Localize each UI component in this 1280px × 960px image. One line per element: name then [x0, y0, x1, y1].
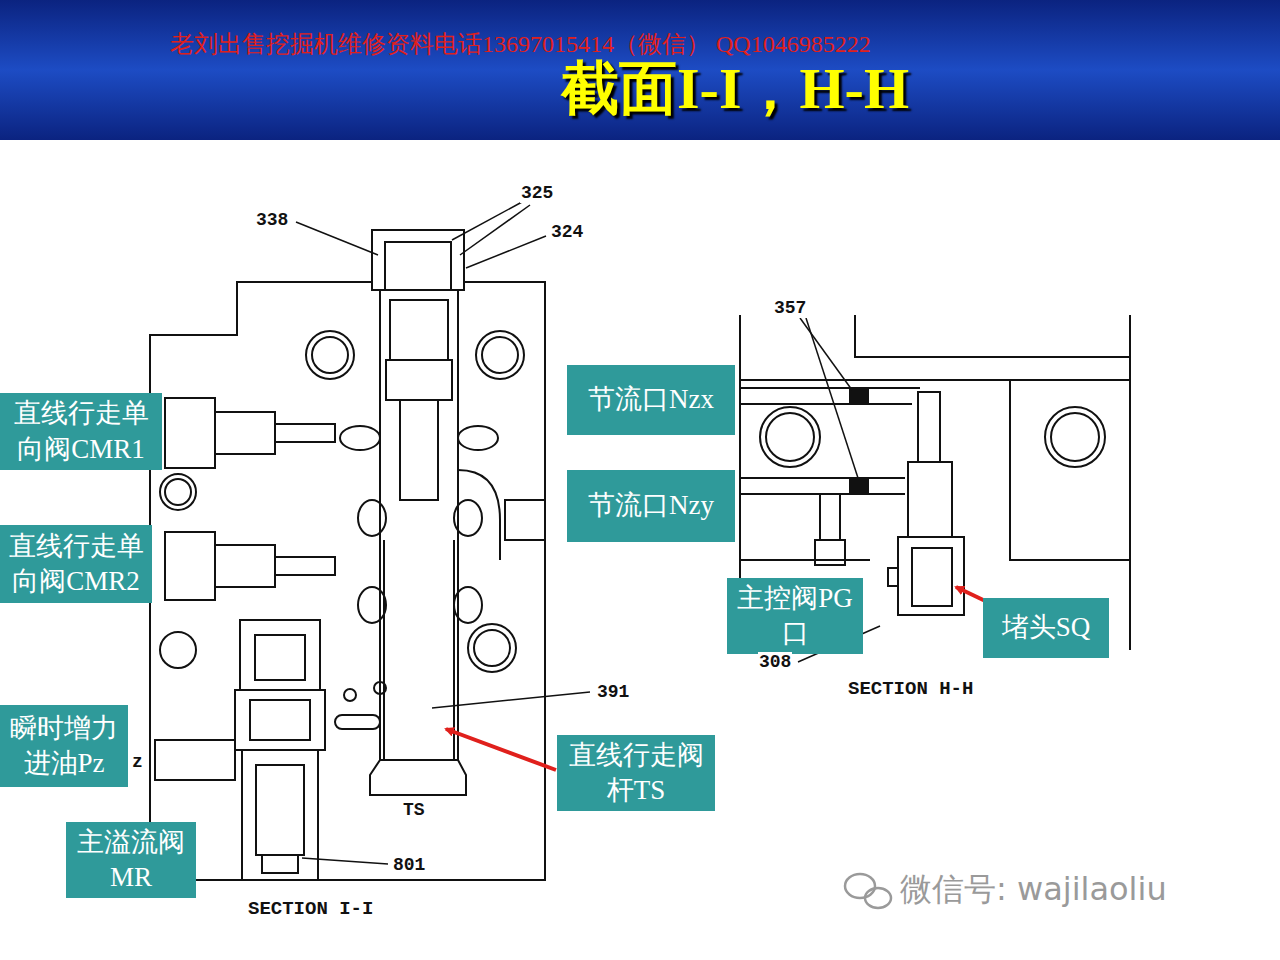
callout-text: 主控阀PG口 — [731, 581, 859, 651]
callout-text: 瞬时增力进油Pz — [4, 711, 124, 781]
callout-number: 325 — [520, 183, 554, 203]
callout-number: 338 — [255, 210, 289, 230]
callout-box: 主控阀PG口 — [727, 578, 863, 654]
port-letter: z — [131, 752, 144, 772]
callout-box: 主溢流阀MR — [66, 822, 196, 898]
callout-box: 瞬时增力进油Pz — [0, 705, 128, 787]
slide-title: 截面I-I，H-H — [0, 50, 1280, 128]
callout-text: 主溢流阀MR — [70, 825, 192, 895]
callout-text: 节流口Nzx — [588, 382, 714, 417]
section-name: SECTION I-I — [248, 898, 373, 920]
watermark-text: 微信号: wajilaoliu — [900, 868, 1167, 912]
callout-text: 直线行走阀杆TS — [561, 738, 711, 808]
callout-number: 308 — [758, 652, 792, 672]
callout-number: 324 — [550, 222, 584, 242]
section-name: SECTION H-H — [848, 678, 973, 700]
callout-box: 直线行走单向阀CMR1 — [0, 393, 162, 470]
callout-number: 391 — [596, 682, 630, 702]
callout-text: 节流口Nzy — [588, 488, 714, 523]
callout-box: 节流口Nzy — [567, 470, 735, 542]
callout-box: 直线行走阀杆TS — [557, 735, 715, 811]
callout-text: 堵头SQ — [1002, 610, 1091, 645]
spool-name: TS — [402, 800, 426, 820]
callout-box: 节流口Nzx — [567, 365, 735, 435]
callout-number: 357 — [773, 298, 807, 318]
callout-text: 直线行走单向阀CMR2 — [4, 529, 148, 599]
callout-box: 直线行走单向阀CMR2 — [0, 525, 152, 603]
callout-number: 801 — [392, 855, 426, 875]
callout-box: 堵头SQ — [983, 598, 1109, 658]
callout-text: 直线行走单向阀CMR1 — [4, 396, 158, 466]
watermark-text: 老刘出售挖掘机维修资料电话13697015414（微信） QQ104698522… — [170, 28, 871, 60]
